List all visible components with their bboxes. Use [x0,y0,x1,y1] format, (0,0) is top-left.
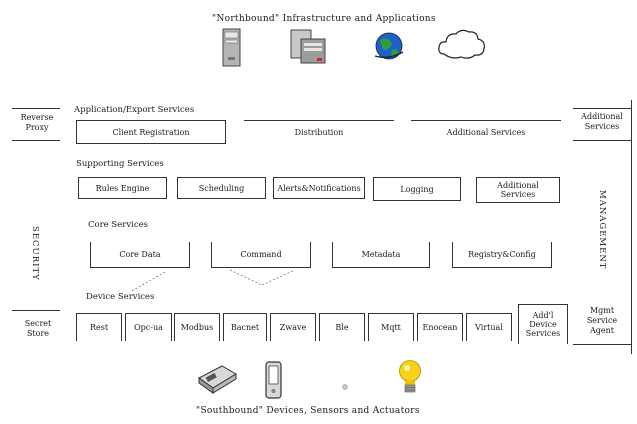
reverse-proxy-label: Reverse Proxy [20,113,54,132]
app-export-title: Application/Export Services [74,105,195,115]
mgmt-service-agent-label: Mgmt Service Agent [586,306,618,335]
device-opcua-box: Opc-ua [125,313,172,341]
device-mqtt-label: Mqtt [381,323,401,332]
device-ble-label: Ble [335,323,349,332]
rules-engine-box: Rules Engine [78,177,167,199]
device-modbus-box: Modbus [174,313,220,341]
right-additional-services-label: Additional Services [581,112,623,131]
core-data-box: Core Data [90,242,190,268]
device-opcua-label: Opc-ua [134,323,163,332]
gateway-device-icon [198,365,237,394]
cloud-icon [438,29,485,59]
distribution-label: Distribution [294,128,344,137]
device-enocean-box: Enocean [417,313,463,341]
scheduling-box: Scheduling [177,177,266,199]
app-additional-services-label: Additional Services [446,128,526,137]
server-rack-icon [290,29,326,64]
northbound-caption: "Northbound" Infrastructure and Applicat… [212,14,436,24]
alerts-notifications-box: Alerts&Notifications [273,177,365,199]
device-zwave-label: Zwave [279,323,307,332]
globe-icon [374,32,404,60]
registry-config-label: Registry&Config [468,250,536,259]
metadata-box: Metadata [332,242,430,268]
device-virtual-box: Virtual [466,313,512,341]
app-additional-services-box: Additional Services [411,120,561,144]
distribution-box: Distribution [244,120,394,144]
device-bacnet-label: Bacnet [230,323,260,332]
command-box: Command [211,242,311,268]
device-virtual-label: Virtual [475,323,503,332]
registry-config-box: Registry&Config [452,242,552,268]
device-additional-box: Add'l Device Services [518,304,568,344]
device-ble-box: Ble [319,313,365,341]
supporting-additional-services-box: Additional Services [476,177,560,203]
supporting-additional-services-label: Additional Services [497,181,539,199]
metadata-label: Metadata [361,250,401,259]
handheld-device-icon [265,361,282,399]
logging-label: Logging [400,184,434,194]
left-column: Reverse Proxy SECURITY Secret Store [12,108,62,348]
right-column: Additional Services MANAGEMENT Mgmt Serv… [573,100,633,354]
sensor-icon [342,384,348,390]
supporting-title: Supporting Services [76,159,164,169]
device-enocean-label: Enocean [422,323,458,332]
device-zwave-box: Zwave [270,313,316,341]
client-registration-box: Client Registration [76,120,226,144]
device-modbus-label: Modbus [180,323,214,332]
logging-box: Logging [373,177,461,201]
device-rest-box: Rest [76,313,122,341]
secret-store-label: Secret Store [24,319,52,338]
device-title: Device Services [86,292,155,302]
southbound-caption: "Southbound" Devices, Sensors and Actuat… [196,406,420,416]
device-rest-label: Rest [89,323,109,332]
server-tower-icon [222,28,241,67]
rules-engine-label: Rules Engine [95,183,150,193]
command-label: Command [240,250,282,259]
lightbulb-icon [399,360,421,393]
alerts-notifications-label: Alerts&Notifications [277,183,361,193]
device-bacnet-box: Bacnet [223,313,267,341]
device-additional-label: Add'l Device Services [525,311,561,338]
scheduling-label: Scheduling [198,183,245,193]
core-title: Core Services [88,220,149,230]
core-data-label: Core Data [119,250,161,259]
device-mqtt-box: Mqtt [368,313,414,341]
client-registration-label: Client Registration [112,127,190,137]
